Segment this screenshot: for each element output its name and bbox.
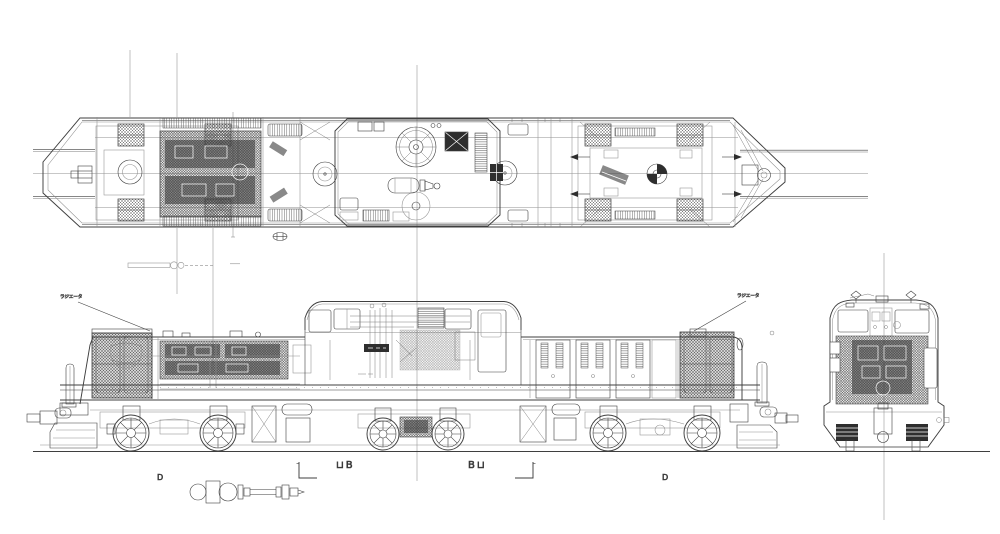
underframe bbox=[40, 384, 780, 446]
center-truck bbox=[357, 407, 471, 451]
side-rear-end bbox=[736, 330, 799, 449]
jack-pad-symbol bbox=[272, 232, 288, 241]
front-bogie bbox=[99, 405, 246, 452]
side-view bbox=[26, 301, 990, 452]
plan-front-coupler bbox=[70, 165, 93, 184]
section-mark-d-right: D bbox=[662, 473, 668, 482]
roof-dark-box-2 bbox=[490, 164, 503, 181]
annotation-left: ラジエータ bbox=[60, 293, 82, 300]
section-mark-d-left: D bbox=[157, 473, 163, 482]
section-mark-bu: B⊔ bbox=[468, 460, 487, 471]
corner-mark-left bbox=[298, 462, 317, 479]
plan-engine-block bbox=[159, 117, 262, 227]
rear-bogie bbox=[584, 405, 721, 452]
end-machinery bbox=[829, 335, 938, 405]
plan-rear-bogie bbox=[570, 121, 742, 228]
side-engine-hood bbox=[79, 330, 312, 405]
top-view bbox=[33, 117, 868, 241]
louver-doors bbox=[535, 339, 677, 399]
end-view bbox=[823, 290, 950, 452]
brake-hoses bbox=[836, 424, 928, 441]
end-pilot bbox=[826, 402, 950, 452]
end-roof-fittings bbox=[845, 290, 930, 310]
plan-mid-section bbox=[267, 121, 331, 224]
end-cab-windows bbox=[837, 307, 930, 337]
side-rear-hood bbox=[521, 328, 743, 400]
roof-muffler bbox=[387, 177, 441, 194]
brake-force-arrows bbox=[570, 154, 742, 197]
detail-small-shaft bbox=[127, 261, 214, 270]
plan-rear-compartment bbox=[507, 118, 561, 227]
builders-plate bbox=[364, 344, 389, 352]
section-mark-ub: ⊔B bbox=[336, 460, 355, 471]
detail-driveshaft bbox=[189, 480, 305, 504]
track-lines bbox=[33, 149, 868, 199]
cab-interior-machinery bbox=[350, 302, 476, 378]
section-marks: ⊔B B⊔ D D bbox=[157, 460, 669, 483]
drawing-root: ⊔B B⊔ D D ラジエータ ラジエータ bbox=[26, 50, 990, 520]
plan-tail bbox=[732, 124, 771, 223]
roof-fan bbox=[395, 126, 437, 168]
front-radiator-grille bbox=[91, 328, 153, 399]
plan-body-outline bbox=[42, 117, 786, 228]
side-front-end bbox=[26, 363, 98, 449]
annotation-right: ラジエータ bbox=[737, 292, 759, 299]
side-cab bbox=[304, 301, 522, 385]
corner-mark-right bbox=[515, 462, 534, 479]
rear-radiator-grille bbox=[679, 331, 744, 399]
roof-dark-box bbox=[444, 131, 469, 152]
plan-cab bbox=[312, 118, 518, 227]
annotations: ラジエータ ラジエータ bbox=[60, 292, 760, 332]
